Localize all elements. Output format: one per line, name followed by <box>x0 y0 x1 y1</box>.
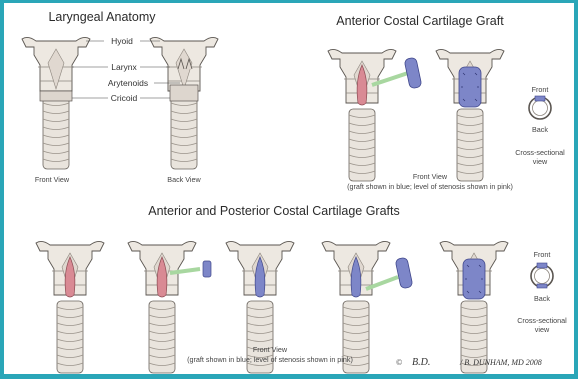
anterior-graft-stenosis-illustration <box>328 49 396 181</box>
larynx-label: Larynx <box>111 62 137 72</box>
front-label-top: Front <box>532 85 549 94</box>
view-label-bottom: view <box>535 325 550 334</box>
cricoid-label: Cricoid <box>111 93 138 103</box>
cross-sectional-label-top: Cross-sectional <box>515 148 565 157</box>
anterior-graft-placed-illustration <box>436 49 504 181</box>
anterior-graft-title: Anterior Costal Cartilage Graft <box>336 14 504 28</box>
back-label-top: Back <box>532 125 548 134</box>
back-label-bottom: Back <box>534 294 550 303</box>
arytenoids-label: Arytenoids <box>108 78 148 88</box>
illustration-frame: Laryngeal Anatomy Hyoid Larynx Arytenoid… <box>4 3 574 374</box>
back-view-label: Back View <box>167 175 201 184</box>
graft-note-caption-top: (graft shown in blue; level of stenosis … <box>347 182 513 191</box>
cross-section-graft-top <box>535 96 545 101</box>
cross-sectional-label-bottom: Cross-sectional <box>517 316 567 325</box>
cross-section-graft-back <box>537 284 547 288</box>
ap-step2-posterior-graft-illustration <box>128 241 196 373</box>
hyoid-label: Hyoid <box>111 36 133 46</box>
ap-step5-grafts-placed-illustration <box>440 241 508 373</box>
anterior-graft-block-bottom <box>395 257 413 289</box>
graft-note-caption-bottom: (graft shown in blue; level of stenosis … <box>187 355 353 364</box>
cross-section-graft-front <box>537 263 547 268</box>
signature-scribble: B.D. <box>412 357 430 368</box>
anterior-posterior-grafts-title: Anterior and Posterior Costal Cartilage … <box>148 204 400 218</box>
front-view-caption-bottom: Front View <box>253 345 288 354</box>
larynx-front-view-illustration <box>22 37 90 169</box>
copyright-symbol: © <box>396 358 402 367</box>
graft-block <box>404 57 422 89</box>
view-label-top: view <box>533 157 548 166</box>
laryngeal-anatomy-title: Laryngeal Anatomy <box>48 10 156 24</box>
posterior-graft-block <box>203 261 211 277</box>
larynx-back-view-illustration <box>150 37 218 169</box>
front-label-bottom: Front <box>534 250 551 259</box>
ap-step4-anterior-graft-illustration <box>322 241 390 373</box>
signature-author: / B. DUNHAM, MD 2008 <box>459 358 542 367</box>
front-view-caption-top: Front View <box>413 172 448 181</box>
front-view-label: Front View <box>35 175 70 184</box>
diagram-canvas: Laryngeal Anatomy Hyoid Larynx Arytenoid… <box>4 3 574 374</box>
ap-step1-stenosis-illustration <box>36 241 104 373</box>
